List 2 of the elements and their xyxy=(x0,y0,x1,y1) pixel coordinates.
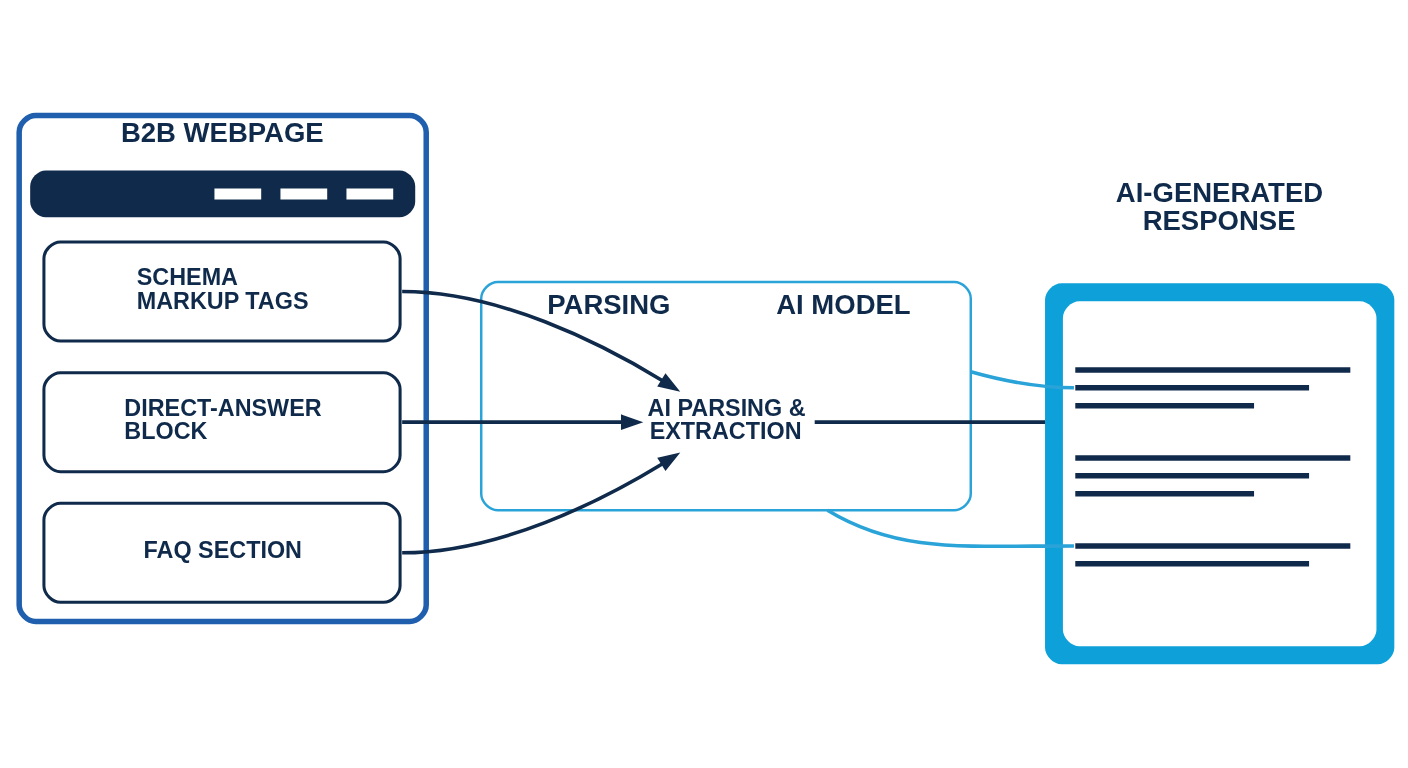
node-text: AI PARSING & EXTRACTION xyxy=(647,395,806,445)
node-label: AI-GENERATED RESPONSE xyxy=(1115,177,1324,236)
